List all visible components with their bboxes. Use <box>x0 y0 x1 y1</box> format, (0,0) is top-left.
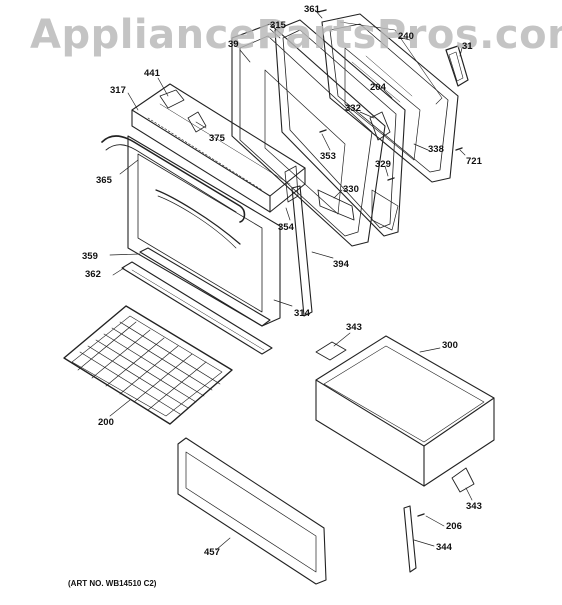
art-number-caption: (ART NO. WB14510 C2) <box>68 579 157 588</box>
door-glass-assembly <box>322 14 458 182</box>
part-label: 332 <box>345 103 361 114</box>
part-label: 457 <box>204 547 220 558</box>
part-label: 354 <box>278 222 294 233</box>
part-label: 330 <box>343 184 359 195</box>
part-label: 361 <box>304 4 320 15</box>
part-label: 338 <box>428 144 444 155</box>
part-label: 441 <box>144 68 160 79</box>
part-label: 721 <box>466 156 482 167</box>
part-label: 300 <box>442 340 458 351</box>
part-label: 314 <box>294 308 310 319</box>
door-trim-strips <box>122 248 272 354</box>
part-label: 365 <box>96 175 112 186</box>
part-label: 359 <box>82 251 98 262</box>
part-label: 317 <box>110 85 126 96</box>
part-label: 206 <box>446 521 462 532</box>
part-label: 200 <box>98 417 114 428</box>
part-label: 315 <box>270 20 286 31</box>
part-label: 240 <box>398 31 414 42</box>
door-gasket <box>446 46 468 86</box>
drawer-front-panel <box>178 438 326 584</box>
part-label: 344 <box>436 542 452 553</box>
part-label: 329 <box>375 159 391 170</box>
part-label: 343 <box>346 322 362 333</box>
control-panel <box>132 84 305 212</box>
inner-door-panel <box>232 24 385 246</box>
door-frame <box>275 20 405 236</box>
storage-drawer <box>316 336 494 486</box>
part-label: 353 <box>320 151 336 162</box>
oven-door <box>102 136 280 326</box>
oven-rack <box>64 306 232 424</box>
part-label: 394 <box>333 259 349 270</box>
part-label: 375 <box>209 133 225 144</box>
part-label: 343 <box>466 501 482 512</box>
part-label: 31 <box>462 41 473 52</box>
part-label: 39 <box>228 39 239 50</box>
watermark-text: AppliancePartsPros.com <box>30 12 562 58</box>
part-label: 362 <box>85 269 101 280</box>
part-label: 204 <box>370 82 386 93</box>
